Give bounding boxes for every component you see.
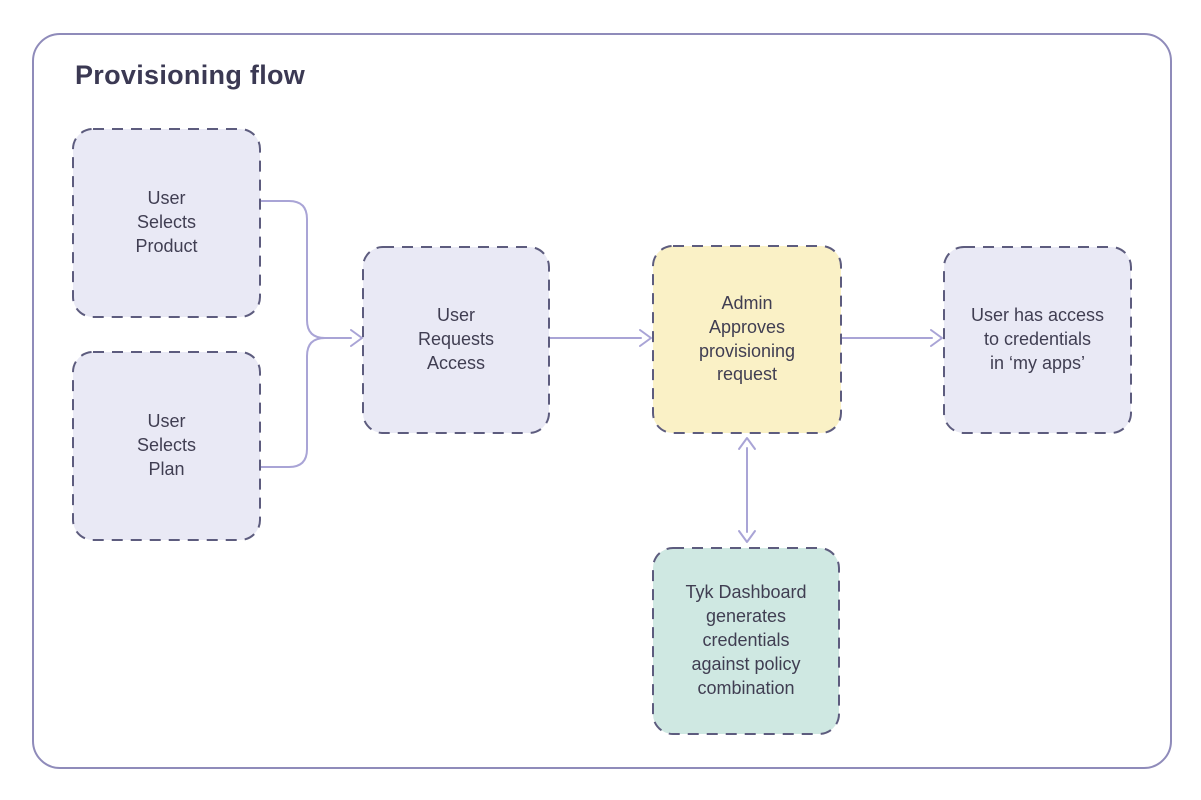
node-label-user-requests-access: User Requests Access xyxy=(417,305,495,373)
arrowhead-into-access-icon xyxy=(930,329,943,347)
node-label-user-selects-plan: User Selects Plan xyxy=(136,411,197,479)
node-shape-user-requests-access xyxy=(362,246,550,434)
node-shape-user-selects-plan xyxy=(72,351,261,541)
node-shape-user-has-access xyxy=(943,246,1132,434)
edge-product-to-requests xyxy=(259,200,352,339)
arrowhead-into-requests-icon xyxy=(350,329,363,347)
connector-group xyxy=(259,200,943,543)
arrowhead-down-into-tyk-icon xyxy=(738,530,756,543)
node-label-user-selects-product: User Selects Product xyxy=(135,188,198,256)
node-shape-tyk-dashboard xyxy=(652,547,840,735)
node-shape-group xyxy=(72,128,1132,735)
arrowhead-up-into-admin-icon xyxy=(738,437,756,450)
node-label-tyk-dashboard: Tyk Dashboard generates credentials agai… xyxy=(685,582,807,698)
node-shape-admin-approves xyxy=(652,245,842,434)
diagram-title: Provisioning flow xyxy=(75,60,306,90)
node-label-admin-approves: Admin Approves provisioning request xyxy=(698,292,796,385)
diagram-frame-border xyxy=(32,33,1172,769)
edge-plan-to-requests xyxy=(259,337,326,468)
arrowhead-into-admin-icon xyxy=(639,329,652,347)
node-label-user-has-access: User has access to credentials in ‘my ap… xyxy=(970,305,1105,373)
node-shape-user-selects-product xyxy=(72,128,261,318)
